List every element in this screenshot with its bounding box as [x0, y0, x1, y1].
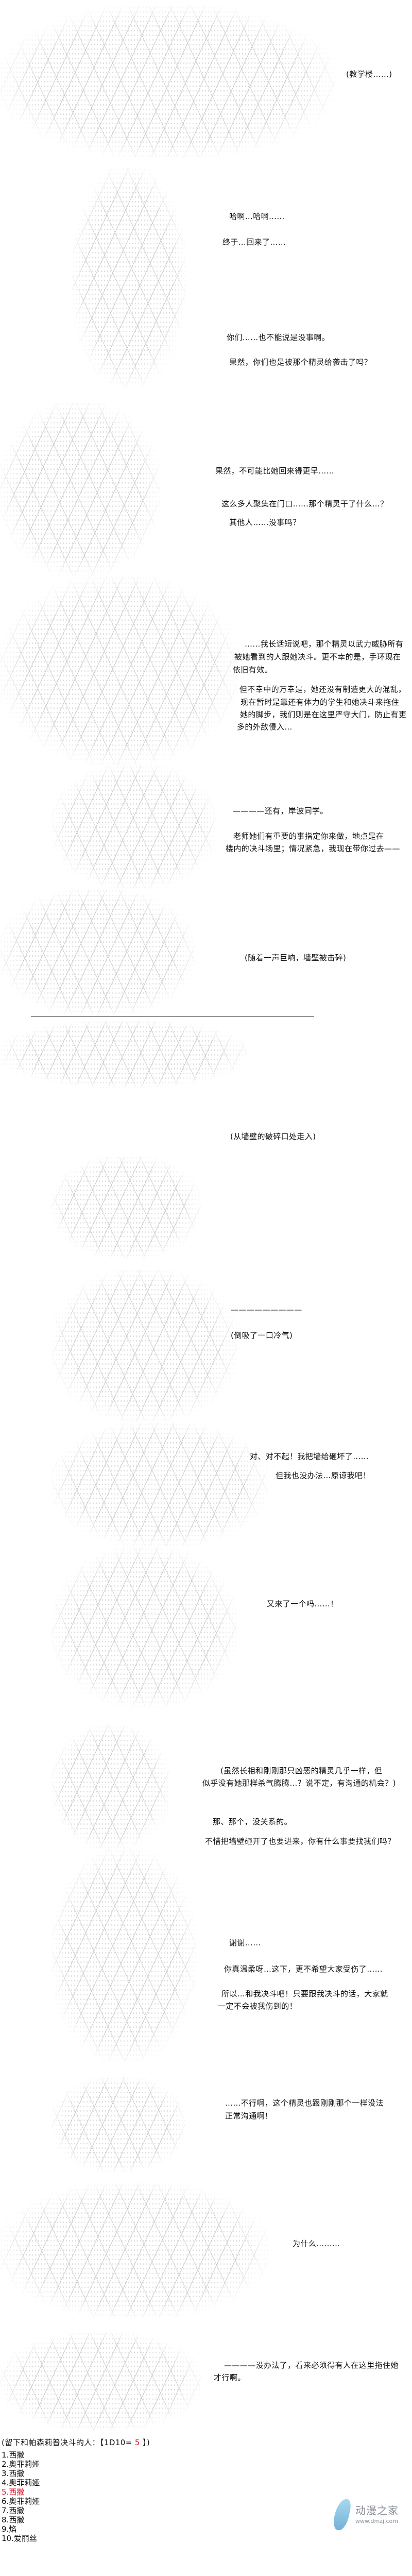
ascii-art-character [52, 1547, 237, 1707]
dialogue-line: 现在暂时是靠还有体力的学生和她决斗来拖住 [241, 698, 400, 707]
dialogue-line: 依旧有效。 [233, 665, 273, 674]
dialogue-line: 又来了一个吗……！ [267, 1599, 338, 1608]
dice-option: 8.西撒 [2, 2515, 25, 2524]
ascii-art-character [52, 1724, 170, 1849]
dialogue-line: 你真温柔呀…这下，更不希望大家受伤了…… [224, 1964, 383, 1974]
ascii-art-character [52, 2076, 185, 2172]
ascii-art-character [52, 1269, 237, 1422]
ascii-art-wall [0, 889, 196, 1016]
narration: (随着一声巨响，墙壁被击碎) [245, 953, 347, 962]
ascii-art-character [52, 1156, 201, 1259]
ascii-art-character [0, 2183, 268, 2318]
ascii-art-character [52, 765, 216, 889]
dialogue-line: 那、那个，没关系的。 [213, 1817, 293, 1826]
dialogue-line: 谢谢…… [229, 1938, 261, 1947]
dice-caption-suffix: 】) [140, 2438, 150, 2447]
dialogue-line: 才行啊。 [214, 2373, 246, 2382]
watermark-url: www.dmzj.com [355, 2518, 398, 2524]
dialogue-line: 所以…和我决斗吧！只要跟我决斗的话，大家就 [221, 1989, 388, 1998]
dice-option: 6.奥菲莉娅 [2, 2497, 40, 2506]
narration: (倒吸了一口冷气) [231, 1331, 293, 1340]
dialogue-line: 为什么……… [293, 2239, 340, 2248]
dice-result: 5 [134, 2438, 140, 2447]
dialogue-line: 你们……也不能说是没事啊。 [227, 333, 330, 342]
dialogue-line: ————还有，岸波同学。 [233, 806, 328, 816]
dialogue-line: 但不幸中的万幸是，她还没有制造更大的混乱， [239, 685, 406, 694]
watermark-name: 动漫之家 [355, 2504, 399, 2517]
dice-option: 1.西撒 [2, 2450, 25, 2460]
dice-options-list: 1.西撒 2.奥菲莉娅 3.西撒 4.奥菲莉娅 5.西撒 6.奥菲莉娅 7.西撒… [2, 2450, 40, 2543]
ascii-art-character [52, 1422, 268, 1547]
dialogue-line: 老师她们有重要的事指定你来做，地点是在 [233, 832, 384, 841]
dialogue-line: 一定不会被我伤到的！ [218, 2002, 298, 2011]
dialogue-line: 果然，你们也是被那个精灵给袭击了吗？ [229, 358, 372, 367]
dialogue-line: 正常沟通啊！ [225, 2111, 273, 2121]
ascii-art-character [72, 167, 185, 387]
dash-line: ————————— [231, 1305, 302, 1314]
dialogue-line: 对、对不起！我把墙给砸坏了…… [250, 1452, 369, 1461]
dialogue-line: ……不行啊，这个精灵也跟刚刚那个一样没法 [225, 2098, 384, 2108]
dialogue-line: 果然，不可能比她回来得更早…… [215, 466, 335, 476]
ascii-art-character [0, 2332, 201, 2431]
narration: (从墙壁的破碎口处走入) [230, 1132, 316, 1141]
dice-option-selected: 5.西撒 [2, 2487, 25, 2497]
dialogue-line: ————没办法了，看来必须得有人在这里拖住她 [224, 2361, 399, 2370]
dice-option: 2.奥菲莉娅 [2, 2460, 40, 2469]
droplet-icon [331, 2499, 353, 2530]
dialogue-line: 被她看到的人跟她决斗。更不幸的是，手环现在 [234, 652, 401, 662]
dialogue-line: 她的脚步，我们则是在这里严守大门，防止有更 [240, 710, 407, 719]
dialogue-line: ……我长话短说吧，那个精灵以武力威胁所有 [245, 639, 404, 649]
dice-roll-caption: (留下和帕森莉普决斗的人：【1D10= 5 】) [2, 2438, 150, 2447]
dialogue-line: 但我也没办法…原谅我吧！ [276, 1471, 371, 1480]
ascii-art-character [52, 1849, 196, 2062]
dice-option: 3.西撒 [2, 2469, 25, 2478]
ascii-art-character [0, 576, 237, 765]
narration: 似乎没有她那样杀气腾腾…？说不定，有沟通的机会？) [202, 1778, 396, 1788]
dialogue-line: 楼内的决斗场里；情况紧急，我现在带你过去—— [226, 844, 400, 853]
dialogue-line: 多的外敌侵入… [237, 722, 293, 732]
ascii-art-rubble [0, 1020, 247, 1088]
dialogue-line: 其他人……没事吗？ [229, 518, 301, 527]
dice-option: 9.焰 [2, 2524, 17, 2534]
dialogue-line: 这么多人聚集在门口……那个精灵干了什么…？ [221, 499, 388, 509]
dialogue-line: 哈啊…哈啊…… [229, 212, 285, 221]
ascii-art-character [0, 402, 160, 576]
ascii-art-school-building [0, 5, 335, 158]
dice-option: 10.爱丽丝 [2, 2534, 37, 2543]
dice-option: 7.西撒 [2, 2506, 25, 2515]
dice-caption-prefix: (留下和帕森莉普决斗的人：【1D10= [2, 2438, 135, 2447]
dialogue-line: 终于…回来了…… [222, 238, 286, 247]
narration-location: (教学楼……) [346, 70, 392, 79]
dice-option: 4.奥菲莉娅 [2, 2478, 40, 2487]
watermark-logo: 动漫之家 www.dmzj.com [331, 2499, 409, 2530]
narration: (虽然长相和刚刚那只凶恶的精灵几乎一样，但 [220, 1766, 383, 1775]
dialogue-line: 不惜把墙壁砸开了也要进来，你有什么事要找我们吗？ [205, 1837, 396, 1846]
